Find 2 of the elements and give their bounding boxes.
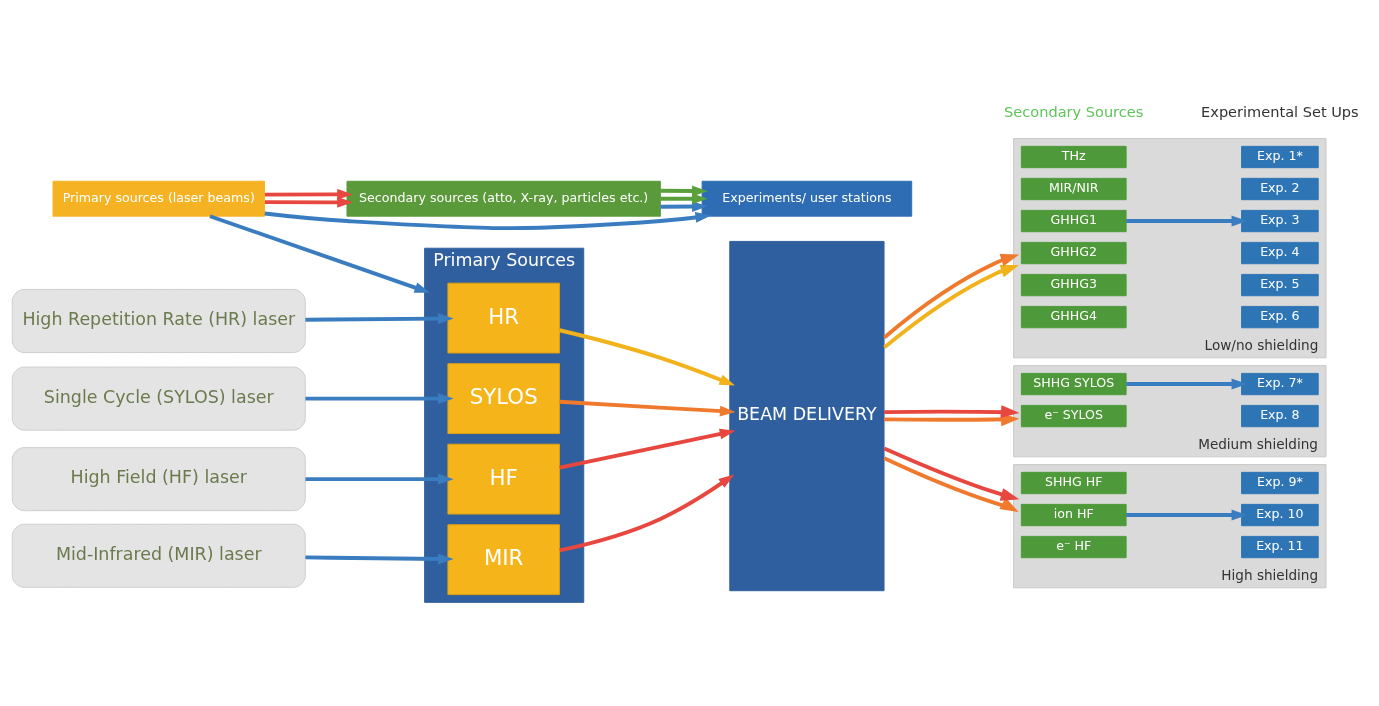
- label: Secondary Sources: [1004, 102, 1144, 120]
- label: Experimental Set Ups: [1201, 102, 1359, 120]
